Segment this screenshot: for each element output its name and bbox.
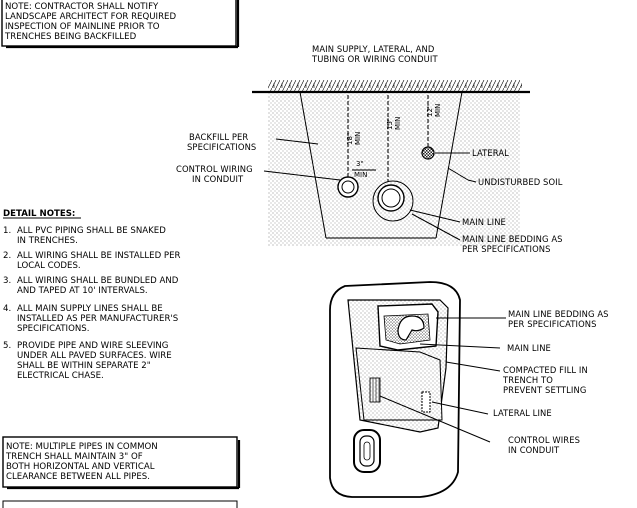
detail-note-number: 2. (3, 251, 11, 261)
top-note-line: INSPECTION OF MAINLINE PRIOR TO (5, 22, 160, 32)
label-control-wiring: IN CONDUIT (192, 174, 244, 184)
dimension-18: 18" (346, 133, 354, 145)
dimension-15: 15" (386, 118, 394, 130)
dimension-min: MIN (434, 104, 442, 117)
detail-note-text: ALL WIRING SHALL BE INSTALLED PER (17, 251, 181, 261)
detail-note-text: UNDER ALL PAVED SURFACES. WIRE (17, 351, 172, 361)
iso-label-compacted-fill: PREVENT SETTLING (503, 385, 586, 395)
iso-label-compacted-fill: COMPACTED FILL IN (503, 365, 588, 375)
iso-label-control-wires: CONTROL WIRES (508, 435, 580, 445)
dimension-12: 12" (426, 105, 434, 117)
dimension-min: MIN (354, 132, 362, 145)
iso-label-bedding: PER SPECIFICATIONS (508, 319, 597, 329)
trench-isometric-view: MAIN LINE BEDDING AS PER SPECIFICATIONS … (329, 281, 609, 498)
dimension-min: MIN (354, 171, 367, 179)
bottom-note-box: NOTE: MULTIPLE PIPES IN COMMON TRENCH SH… (2, 436, 241, 508)
trench-section-view: MAIN SUPPLY, LATERAL, AND TUBING OR WIRI… (176, 44, 563, 254)
bottom-note-line: BOTH HORIZONTAL AND VERTICAL (6, 462, 155, 472)
detail-notes: DETAIL NOTES: 1. ALL PVC PIPING SHALL BE… (3, 209, 181, 381)
detail-note-text: ALL PVC PIPING SHALL BE SNAKED (17, 226, 166, 236)
iso-label-control-wires: IN CONDUIT (508, 445, 560, 455)
detail-note-text: ALL WIRING SHALL BE BUNDLED AND (17, 276, 179, 286)
detail-note-text: ALL MAIN SUPPLY LINES SHALL BE (17, 304, 163, 314)
section-title-line: TUBING OR WIRING CONDUIT (311, 54, 438, 64)
bottom-note-line: NOTE: MULTIPLE PIPES IN COMMON (6, 442, 158, 452)
label-main-line-bedding: MAIN LINE BEDDING AS (462, 234, 563, 244)
dimension-min: MIN (394, 117, 402, 130)
detail-note-number: 4. (3, 304, 11, 314)
label-backfill: SPECIFICATIONS (187, 142, 256, 152)
dimension-3: 3" (356, 160, 364, 168)
detail-note-text: PROVIDE PIPE AND WIRE SLEEVING (17, 341, 168, 351)
detail-note-text: ELECTRICAL CHASE. (17, 371, 104, 381)
label-main-line: MAIN LINE (462, 217, 506, 227)
section-title-line: MAIN SUPPLY, LATERAL, AND (312, 44, 434, 54)
detail-note-number: 5. (3, 341, 11, 351)
label-backfill: BACKFILL PER (189, 132, 248, 142)
label-undisturbed-soil: UNDISTURBED SOIL (478, 177, 563, 187)
detail-note-number: 3. (3, 276, 11, 286)
top-note-line: LANDSCAPE ARCHITECT FOR REQUIRED (5, 12, 176, 22)
detail-notes-heading: DETAIL NOTES: (3, 209, 75, 219)
detail-note-text: SPECIFICATIONS. (17, 324, 89, 334)
detail-note-number: 1. (3, 226, 11, 236)
detail-note-text: IN TRENCHES. (17, 236, 78, 246)
top-note-line: NOTE: CONTRACTOR SHALL NOTIFY (5, 2, 159, 12)
detail-note-text: AND TAPED AT 10' INTERVALS. (17, 286, 148, 296)
label-main-line-bedding: PER SPECIFICATIONS (462, 244, 551, 254)
detail-note-text: LOCAL CODES. (17, 261, 81, 271)
bottom-note-line: TRENCH SHALL MAINTAIN 3" OF (5, 452, 143, 462)
bottom-note-line: CLEARANCE BETWEEN ALL PIPES. (6, 472, 150, 482)
label-lateral: LATERAL (472, 148, 509, 158)
iso-label-bedding: MAIN LINE BEDDING AS (508, 309, 609, 319)
label-control-wiring: CONTROL WIRING (176, 164, 253, 174)
iso-label-lateral-line: LATERAL LINE (493, 408, 552, 418)
iso-label-main-line: MAIN LINE (507, 343, 551, 353)
detail-note-text: SHALL BE WITHIN SEPARATE 2" (17, 361, 151, 371)
iso-label-compacted-fill: TRENCH TO (502, 375, 553, 385)
top-note-line: TRENCHES BEING BACKFILLED (4, 32, 137, 42)
detail-note-text: INSTALLED AS PER MANUFACTURER'S (17, 314, 178, 324)
top-note-box: NOTE: CONTRACTOR SHALL NOTIFY LANDSCAPE … (1, 0, 240, 49)
